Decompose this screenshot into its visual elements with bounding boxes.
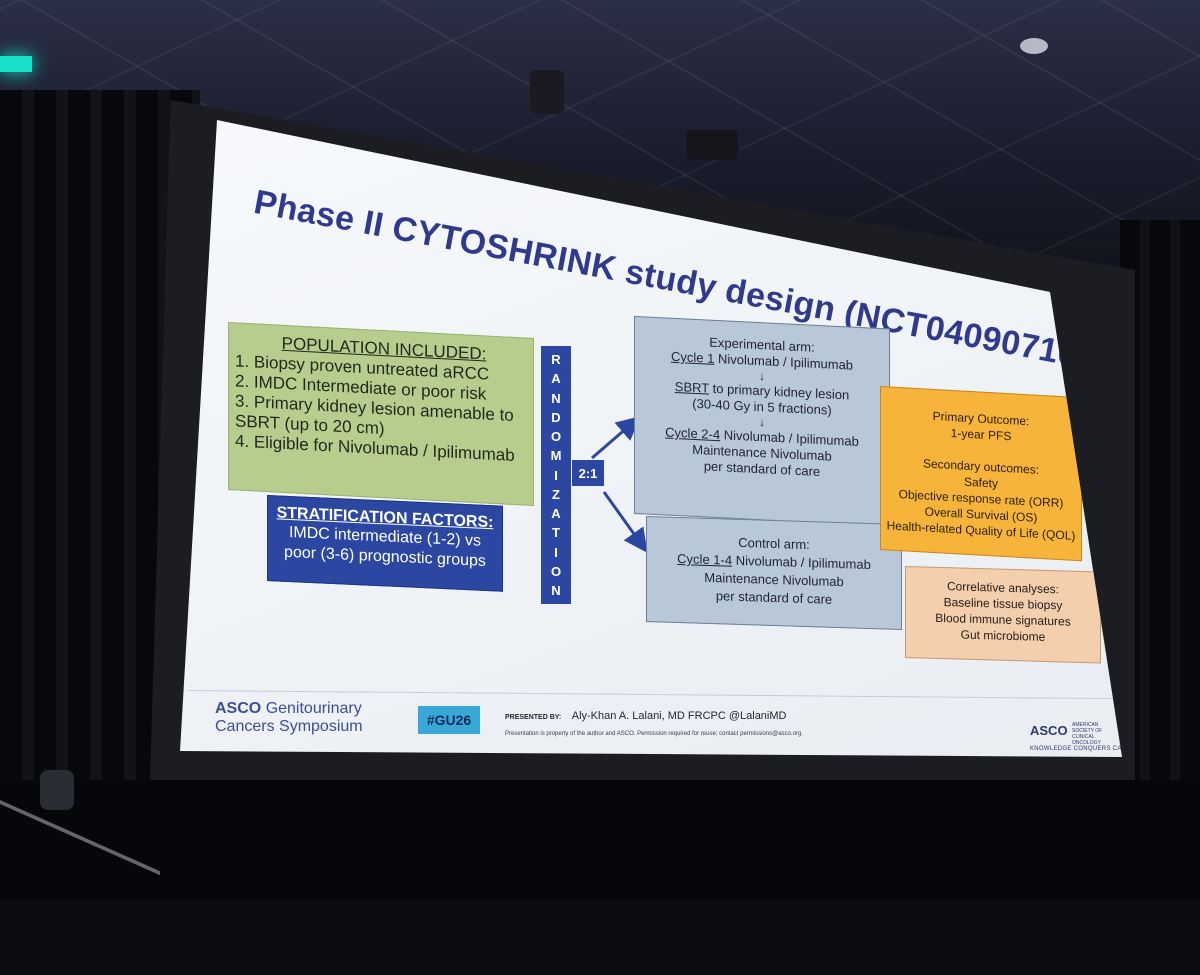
symposium-brand: ASCO: [215, 700, 262, 717]
presenter-name: Aly-Khan A. Lalani, MD FRCPC @LalaniMD: [571, 710, 787, 722]
randomization-letter: A: [551, 506, 561, 521]
randomization-letter: A: [551, 371, 561, 387]
experimental-arm-box: Experimental arm: Cycle 1 Nivolumab / Ip…: [634, 316, 890, 527]
asco-subtitle: AMERICAN SOCIETY OF CLINICAL ONCOLOGY: [1072, 722, 1103, 746]
hashtag-badge: #GU26: [418, 706, 480, 734]
symposium-line2: Cancers Symposium: [215, 718, 363, 735]
outcomes-box: Primary Outcome: 1-year PFS Secondary ou…: [880, 386, 1082, 562]
randomization-letter: O: [550, 563, 562, 579]
symposium-line1: Genitourinary: [265, 700, 362, 717]
randomization-ratio: 2:1: [572, 460, 604, 486]
control-cycle-text: Nivolumab / Ipilimumab: [735, 552, 871, 573]
stage-floor: [0, 780, 1200, 900]
randomization-letter: D: [551, 409, 561, 425]
randomization-letter: Z: [552, 486, 560, 502]
asco-brand: ASCO: [1030, 723, 1068, 738]
asco-logo: ASCO AMERICAN SOCIETY OF CLINICAL ONCOLO…: [1030, 722, 1140, 752]
randomization-letter: R: [551, 352, 561, 367]
experimental-cycle24-label: Cycle 2-4: [665, 424, 721, 443]
control-arm-box: Control arm: Cycle 1-4 Nivolumab / Ipili…: [646, 516, 902, 631]
copyright-notice: Presentation is property of the author a…: [505, 731, 803, 737]
stage-camera: [40, 770, 74, 810]
randomization-letter: N: [551, 390, 561, 406]
asco-tagline: KNOWLEDGE CONQUERS CANCER: [1030, 746, 1140, 752]
projection-screen: Phase II CYTOSHRINK study design (NCT040…: [150, 100, 1140, 780]
experimental-sbrt-label: SBRT: [674, 378, 709, 396]
randomization-bar: R A N D O M I Z A T I O N: [541, 346, 571, 604]
stage-light: [0, 56, 32, 72]
ceiling-projector: [530, 70, 564, 114]
randomization-letter: I: [554, 544, 558, 560]
correlative-box: Correlative analyses: Baseline tissue bi…: [905, 566, 1101, 664]
randomization-letter: T: [552, 525, 560, 541]
symposium-logo: ASCO Genitourinary Cancers Symposium: [215, 700, 363, 736]
arrow-to-control: [602, 491, 648, 553]
experimental-cycle1-label: Cycle 1: [670, 348, 715, 366]
allocation-arrows: [591, 416, 648, 553]
randomization-letter: M: [550, 448, 562, 464]
randomization-letter: N: [551, 583, 561, 598]
ceiling-projector-secondary: [686, 130, 738, 160]
arrow-to-experimental: [591, 416, 641, 460]
control-cycle-label: Cycle 1-4: [677, 550, 733, 568]
ceiling-light: [1020, 38, 1048, 54]
presented-by-label: PRESENTED BY:: [505, 714, 562, 721]
presenter-line: PRESENTED BY: Aly-Khan A. Lalani, MD FRC…: [505, 710, 786, 722]
randomization-letter: I: [554, 467, 558, 483]
randomization-letter: O: [550, 429, 562, 444]
